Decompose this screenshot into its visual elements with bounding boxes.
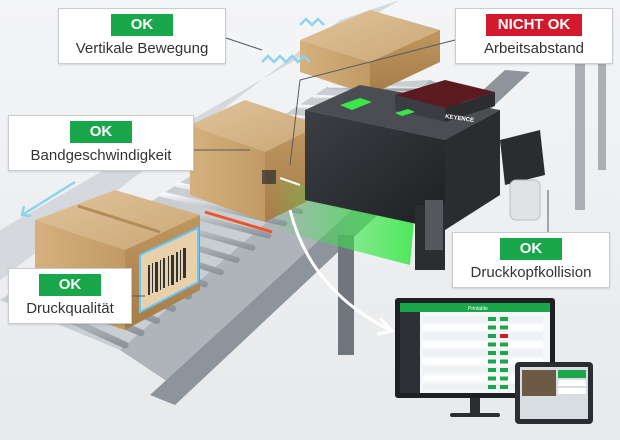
callout-belt-speed: OK Bandgeschwindigkeit [8,115,194,171]
status-badge: OK [500,238,562,260]
callout-label: Arbeitsabstand [483,40,585,57]
screen-status-chip [500,368,508,372]
callout-vertical-movement: OK Vertikale Bewegung [58,8,226,64]
screen-row [423,350,543,356]
status-badge: OK [70,121,132,143]
screen-row [423,316,543,322]
callout-label: Vertikale Bewegung [75,40,209,57]
screen-status-chip [488,368,496,372]
motion-indicators [20,17,395,336]
printer-brand: KEYENCE [445,114,475,124]
status-badge: OK [111,14,173,36]
screen-status-chip [488,359,496,364]
screen-row [423,341,543,348]
screen-row [423,367,543,373]
screen-status-chip [500,317,508,321]
screen-status-chip [500,385,508,389]
callout-printhead-collision: OK Druckkopfkollision [452,232,610,288]
leader-lines [132,37,549,297]
status-badge: NICHT OK [486,14,582,36]
screen-status-chip [500,376,508,381]
screen-status-chip [488,385,496,389]
screen-status-chip [500,334,508,338]
controller-unit [515,362,593,424]
screen-status-chip [488,317,496,321]
cardboard-box-middle [190,100,320,234]
screen-status-chip [500,342,508,347]
screen-status-chip [488,325,496,330]
screen-status-chip [500,325,508,330]
screen-row [423,384,543,390]
status-badge: OK [39,274,101,296]
cardboard-box-back [300,10,440,95]
callout-label: Druckqualität [26,300,114,317]
screen-status-chip [488,334,496,338]
screen-row [423,375,543,382]
screen-row [423,333,543,339]
callout-label: Bandgeschwindigkeit [30,147,172,164]
inkjet-printer: KEYENCE [305,80,545,270]
screen-status-chip [500,359,508,364]
screen-status-chip [488,351,496,355]
callout-print-quality: OK Druckqualität [8,268,132,324]
callout-label: Druckkopfkollision [470,264,592,281]
screen-status-chip [500,351,508,355]
monitor-app-title: Printable [468,306,488,312]
callout-working-distance: NICHT OK Arbeitsabstand [455,8,613,64]
screen-row [423,324,543,331]
screen-status-chip [488,342,496,347]
screen-status-chip [488,376,496,381]
screen-row [423,358,543,365]
